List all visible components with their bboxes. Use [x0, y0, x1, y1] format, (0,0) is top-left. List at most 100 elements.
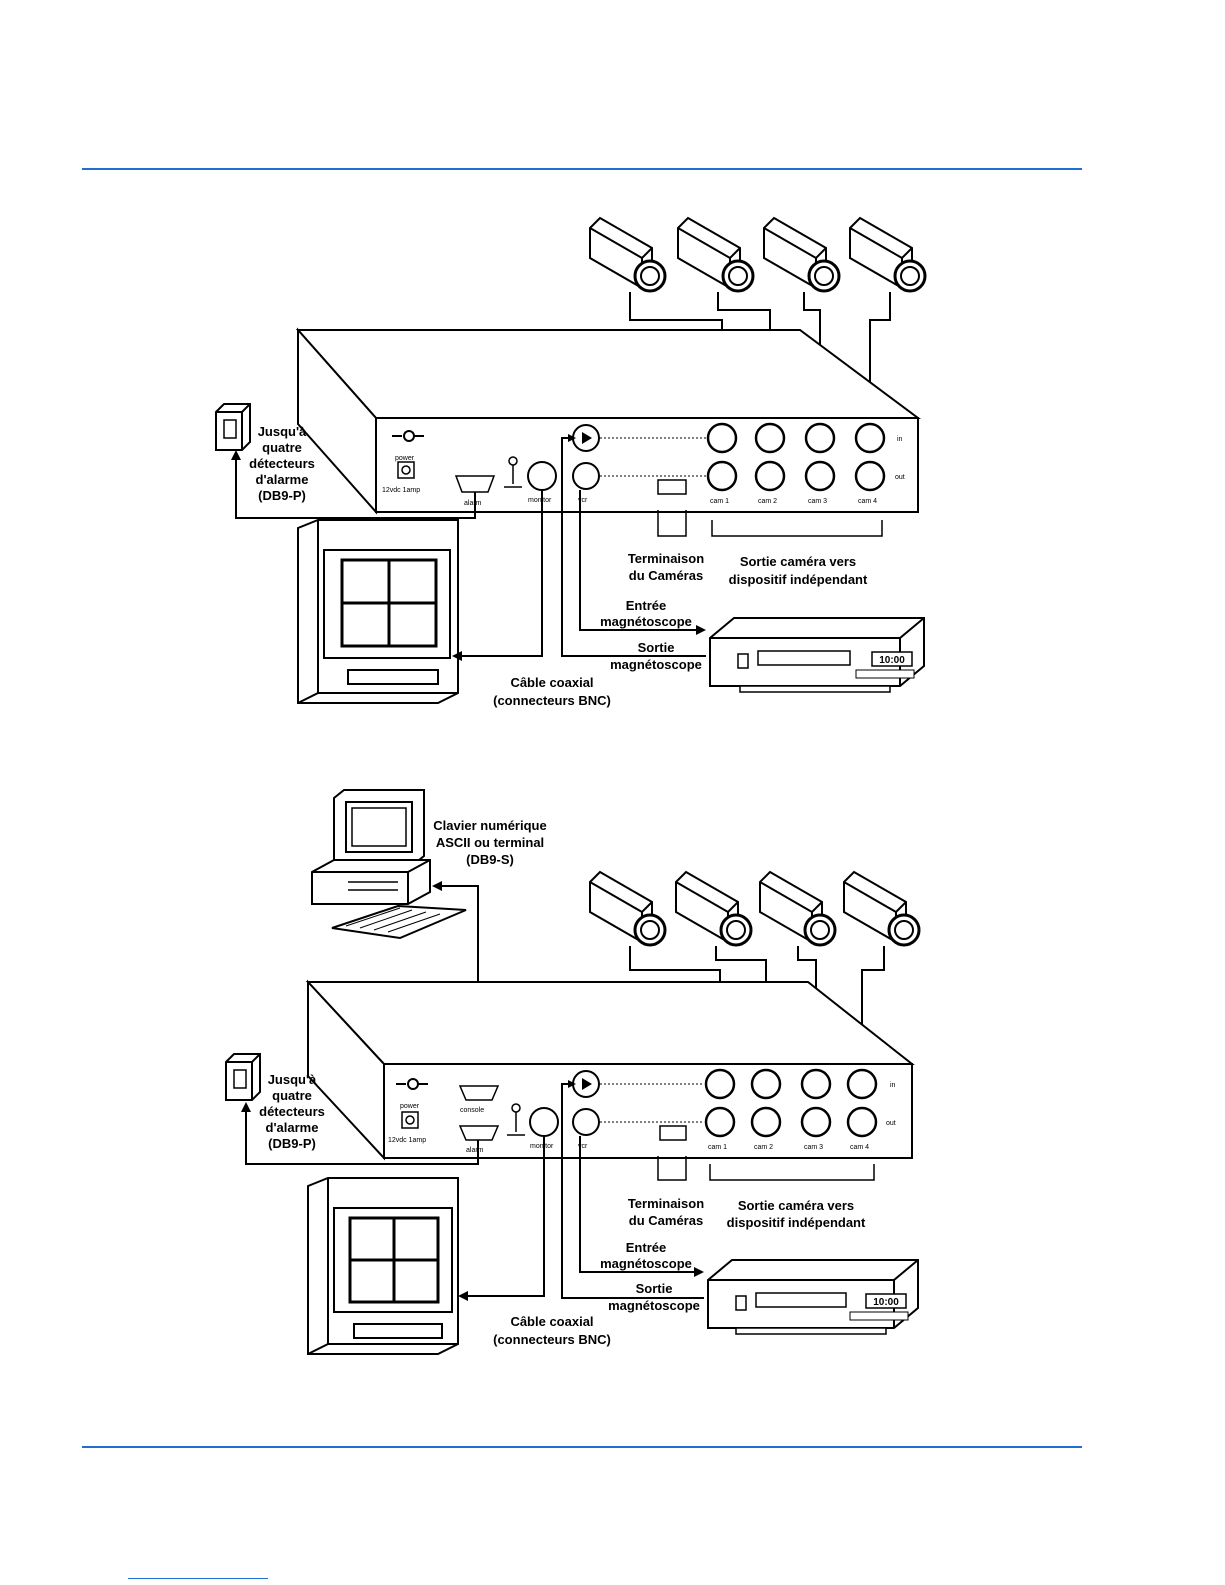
alarm-detector-label: Jusqu'à quatre détecteurs d'alarme (DB9-… — [259, 1072, 325, 1151]
svg-text:Jusqu'à: Jusqu'à — [258, 424, 307, 439]
svg-text:d'alarme: d'alarme — [266, 1120, 319, 1135]
svg-text:du Caméras: du Caméras — [629, 1213, 703, 1228]
camera-1-icon — [589, 216, 667, 293]
monitor-bnc-port — [527, 461, 557, 491]
monitor-cable — [466, 1136, 545, 1297]
computer-terminal-icon — [311, 789, 467, 940]
wiring-diagram-2: Clavier numérique ASCII ou terminal (DB9… — [225, 789, 921, 1355]
cam-3-label: cam 3 — [808, 498, 827, 505]
coax-cable-label: Câble coaxial (connecteurs BNC) — [493, 675, 611, 708]
svg-text:d'alarme: d'alarme — [256, 472, 309, 487]
svg-text:du Caméras: du Caméras — [629, 568, 703, 583]
alarm-detector-icon — [225, 1053, 261, 1101]
svg-text:Entrée: Entrée — [626, 1240, 666, 1255]
monitor-bnc-port — [529, 1107, 559, 1137]
svg-text:Câble coaxial: Câble coaxial — [510, 1314, 593, 1329]
svg-text:ASCII ou terminal: ASCII ou terminal — [436, 835, 544, 850]
termination-dip-switch — [659, 1125, 687, 1141]
alarm-port-label: alarm — [464, 500, 482, 507]
vcr-out-cable — [561, 1083, 704, 1299]
power-jack — [397, 461, 415, 479]
camera-2-icon — [675, 870, 753, 947]
vcr-in-cable — [579, 490, 698, 631]
vcr-counter: 10:00 — [879, 655, 905, 666]
coax-cable-label: Câble coaxial (connecteurs BNC) — [493, 1314, 611, 1347]
camera-4-icon — [843, 870, 921, 947]
svg-text:Sortie caméra vers: Sortie caméra vers — [738, 1198, 854, 1213]
svg-text:(DB9-P): (DB9-P) — [258, 488, 306, 503]
vcr-port-label: vcr — [578, 1143, 588, 1150]
vcr-icon: 10:00 — [709, 617, 925, 693]
alarm-port — [458, 1125, 500, 1141]
camera-1-icon — [589, 870, 667, 947]
svg-text:Sortie: Sortie — [636, 1281, 673, 1296]
console-port-label: console — [460, 1107, 484, 1114]
camera-out-bnc-ports — [706, 460, 886, 492]
console-port — [458, 1085, 500, 1101]
vcr-out-bnc-port — [572, 1108, 600, 1136]
vcr-in-label: Entrée magnétoscope — [600, 1240, 692, 1271]
svg-text:dispositif indépendant: dispositif indépendant — [727, 1215, 866, 1230]
vcr-icon: 10:00 — [707, 1259, 919, 1335]
termination-label: Terminaison du Caméras — [628, 551, 704, 583]
cam-1-label: cam 1 — [710, 498, 729, 505]
svg-text:Sortie caméra vers: Sortie caméra vers — [740, 554, 856, 569]
cam-3-label: cam 3 — [804, 1144, 823, 1151]
svg-text:quatre: quatre — [262, 440, 302, 455]
svg-text:Câble coaxial: Câble coaxial — [510, 675, 593, 690]
svg-text:(connecteurs BNC): (connecteurs BNC) — [493, 1332, 611, 1347]
vcr-out-cable — [561, 437, 706, 657]
svg-text:Terminaison: Terminaison — [628, 551, 704, 566]
ground-icon — [504, 456, 522, 488]
svg-text:détecteurs: détecteurs — [249, 456, 315, 471]
alarm-detector-icon — [215, 403, 251, 451]
in-row-label: in — [897, 436, 903, 443]
svg-text:Terminaison: Terminaison — [628, 1196, 704, 1211]
wiring-diagram-1: power 12vdc 1amp alarm monitor vcr in ou… — [215, 216, 927, 708]
multiplexer-unit — [295, 327, 922, 515]
alarm-cable — [245, 1104, 479, 1165]
termination-label: Terminaison du Caméras — [628, 1196, 704, 1228]
alarm-cable — [235, 452, 476, 519]
header-rule — [82, 168, 1082, 170]
camera-in-bnc-ports — [706, 422, 886, 454]
svg-text:Entrée: Entrée — [626, 598, 666, 613]
svg-text:magnétoscope: magnétoscope — [600, 614, 692, 629]
monitor-port-label: monitor — [530, 1143, 554, 1150]
footer-link-underline — [128, 1578, 268, 1579]
cam-4-label: cam 4 — [850, 1144, 869, 1151]
power-rating-label: 12vdc 1amp — [382, 487, 420, 494]
camera-out-bnc-ports — [704, 1106, 878, 1138]
camera-3-icon — [763, 216, 841, 293]
camera-2-icon — [677, 216, 755, 293]
svg-text:(DB9-S): (DB9-S) — [466, 852, 514, 867]
camera-3-icon — [759, 870, 837, 947]
svg-text:Sortie: Sortie — [638, 640, 675, 655]
cam-1-label: cam 1 — [708, 1144, 727, 1151]
power-jack — [401, 1111, 419, 1129]
cam-2-label: cam 2 — [758, 498, 777, 505]
camera-4-icon — [849, 216, 927, 293]
svg-text:quatre: quatre — [272, 1088, 312, 1103]
power-rating-label: 12vdc 1amp — [388, 1137, 426, 1144]
vcr-out-bnc-port — [572, 462, 600, 490]
alarm-port — [454, 475, 496, 493]
footer-rule — [82, 1446, 1082, 1448]
svg-text:magnétoscope: magnétoscope — [608, 1298, 700, 1313]
monitor-icon — [307, 1177, 459, 1355]
svg-text:Clavier numérique: Clavier numérique — [433, 818, 546, 833]
cam-2-label: cam 2 — [754, 1144, 773, 1151]
svg-text:magnétoscope: magnétoscope — [600, 1256, 692, 1271]
svg-text:Jusqu'à: Jusqu'à — [268, 1072, 317, 1087]
vcr-out-label: Sortie magnétoscope — [610, 640, 702, 672]
vcr-port-label: vcr — [578, 497, 588, 504]
vcr-in-label: Entrée magnétoscope — [600, 598, 692, 629]
camera-in-bnc-ports — [704, 1068, 878, 1100]
svg-text:dispositif indépendant: dispositif indépendant — [729, 572, 868, 587]
alarm-port-label: alarm — [466, 1147, 484, 1154]
in-row-label: in — [890, 1082, 896, 1089]
power-port-label: power — [400, 1103, 420, 1110]
alarm-detector-label: Jusqu'à quatre détecteurs d'alarme (DB9-… — [249, 424, 315, 503]
out-row-label: out — [886, 1120, 896, 1127]
monitor-icon — [297, 519, 459, 704]
